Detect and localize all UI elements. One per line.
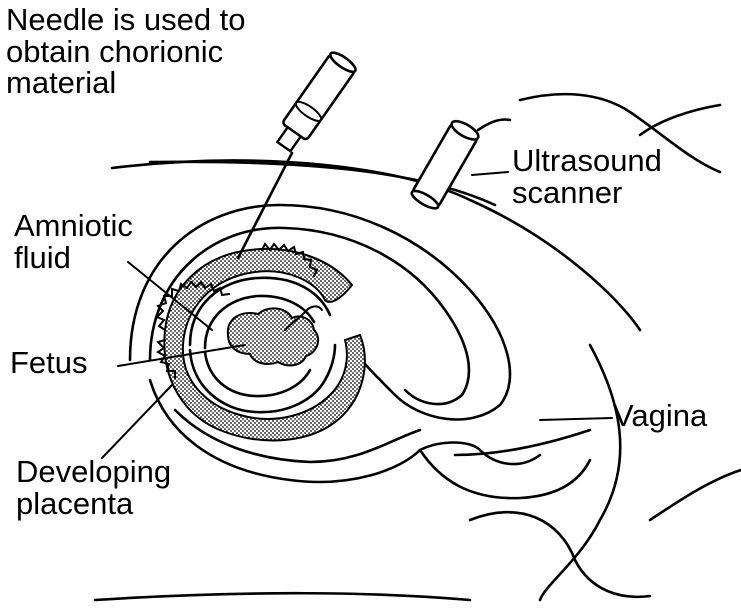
- label-vagina: Vagina: [613, 400, 707, 432]
- leader-vagina: [540, 418, 612, 420]
- label-vagina-text: Vagina: [613, 400, 707, 432]
- syringe: [272, 50, 359, 156]
- label-needle-line1: Needle is used to: [6, 4, 246, 36]
- label-amniotic-fluid: Amniotic fluid: [14, 210, 133, 273]
- label-amniotic-line1: Amniotic: [14, 210, 133, 242]
- rectum-outline: [455, 430, 590, 455]
- leader-ultrasound: [472, 172, 508, 175]
- label-fetus: Fetus: [10, 347, 88, 379]
- label-needle: Needle is used to obtain chorionic mater…: [6, 4, 246, 99]
- label-needle-line3: material: [6, 67, 246, 99]
- label-placenta-line2: placenta: [16, 488, 171, 520]
- ultrasound-probe: [410, 118, 481, 212]
- label-ultrasound-line2: scanner: [512, 177, 662, 209]
- fetus: [228, 308, 318, 365]
- label-placenta-line1: Developing: [16, 456, 171, 488]
- right-edge-contour: [650, 470, 741, 520]
- probe-cable: [478, 119, 510, 130]
- label-ultrasound-scanner: Ultrasound scanner: [512, 145, 662, 208]
- label-ultrasound-line1: Ultrasound: [512, 145, 662, 177]
- label-developing-placenta: Developing placenta: [16, 456, 171, 519]
- label-fetus-text: Fetus: [10, 347, 88, 379]
- label-amniotic-line2: fluid: [14, 242, 133, 274]
- label-needle-line2: obtain chorionic: [6, 36, 246, 68]
- lower-body-contour: [470, 512, 650, 597]
- bottom-contour: [95, 593, 470, 600]
- bladder-outline: [420, 450, 590, 498]
- leader-placenta: [102, 385, 172, 458]
- back-contour-upper: [640, 105, 720, 135]
